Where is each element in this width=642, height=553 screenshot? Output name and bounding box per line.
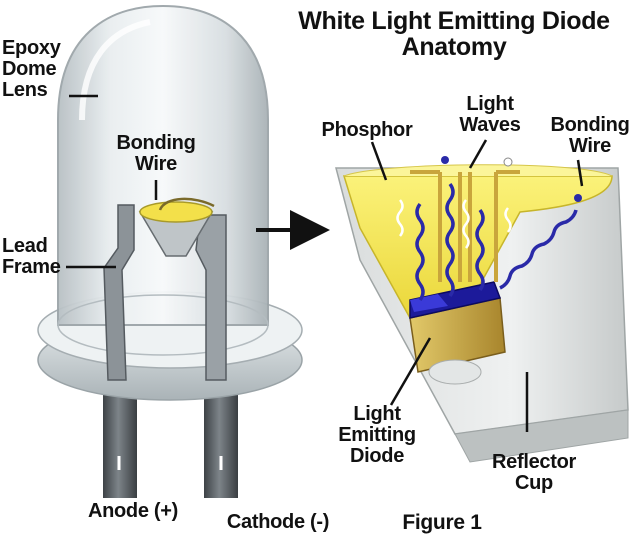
anode-label: Anode (+): [87, 500, 179, 522]
phosphor-label: Phosphor: [321, 119, 413, 141]
cup-cross-section: [335, 156, 629, 463]
title-line-2: Anatomy: [401, 33, 507, 62]
right-pointer-lines: [370, 139, 584, 432]
led-package: [37, 4, 303, 498]
bonding-wire-right-label: Bonding Wire: [550, 114, 630, 157]
cathode-label: Cathode (-): [226, 511, 330, 533]
light-emitting-diode-label: Light Emitting Diode: [338, 403, 416, 467]
reflector-cup-label: Reflector Cup: [492, 451, 576, 494]
light-waves-label: Light Waves: [459, 93, 521, 136]
blue-light-waves: [415, 182, 578, 302]
figure-caption: Figure 1: [402, 511, 482, 534]
led-die: [409, 281, 502, 319]
diagram-title: White Light Emitting Diode Anatomy: [268, 8, 640, 61]
epoxy-dome-lens-label: Epoxy Dome Lens: [2, 37, 61, 101]
title-line-1: White Light Emitting Diode: [298, 7, 610, 35]
white-light-waves: [396, 199, 512, 249]
bonding-wire-left-label: Bonding Wire: [116, 132, 196, 175]
lead-frame-right: [195, 214, 227, 381]
left-pointer-lines: [66, 94, 158, 269]
lead-frame-left: [103, 204, 135, 381]
lead-frame-label: Lead Frame: [2, 235, 61, 278]
cathode-leg: [204, 380, 238, 498]
anode-leg: [103, 380, 137, 498]
phosphor-disc: [139, 201, 213, 223]
